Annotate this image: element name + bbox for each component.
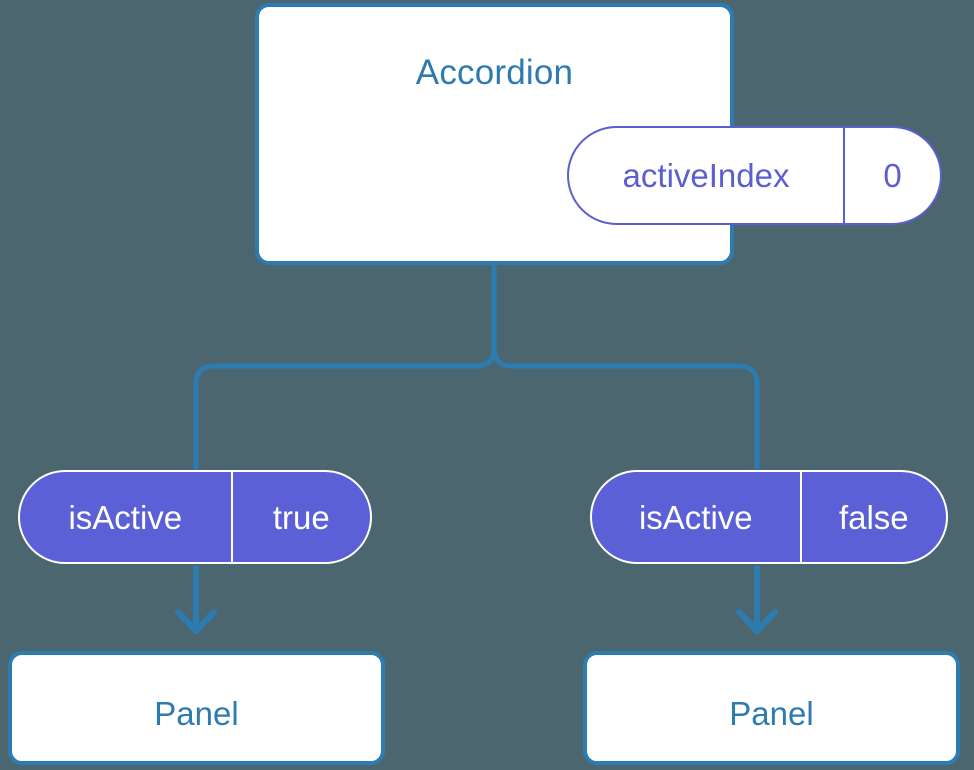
panel-node-right[interactable]: Panel [583, 651, 960, 765]
prop-pill-active-index-value: 0 [883, 157, 902, 194]
prop-pill-is-active-true-key: isActive [20, 472, 233, 562]
edge-accordion-to-branches [193, 262, 497, 471]
panel-node-left[interactable]: Panel [8, 651, 385, 765]
prop-pill-active-index-key: activeIndex [569, 128, 846, 223]
panel-node-right-title: Panel [729, 695, 814, 732]
prop-pill-active-index[interactable]: activeIndex 0 [567, 126, 942, 225]
accordion-node[interactable]: Accordion activeIndex 0 [255, 3, 942, 265]
prop-pill-is-active-false-value: false [838, 498, 909, 536]
arrow-right-head-icon [736, 609, 778, 634]
prop-pill-is-active-false[interactable]: isActive false [590, 470, 948, 564]
panel-node-left-title: Panel [154, 695, 239, 732]
prop-pill-is-active-true-value: true [272, 498, 330, 536]
accordion-node-title: Accordion [415, 53, 574, 92]
edge-accordion-to-branch-right [491, 345, 760, 471]
arrow-left-head-icon [175, 609, 217, 634]
prop-pill-is-active-false-key: isActive [592, 472, 802, 562]
prop-pill-is-active-true[interactable]: isActive true [18, 470, 372, 564]
